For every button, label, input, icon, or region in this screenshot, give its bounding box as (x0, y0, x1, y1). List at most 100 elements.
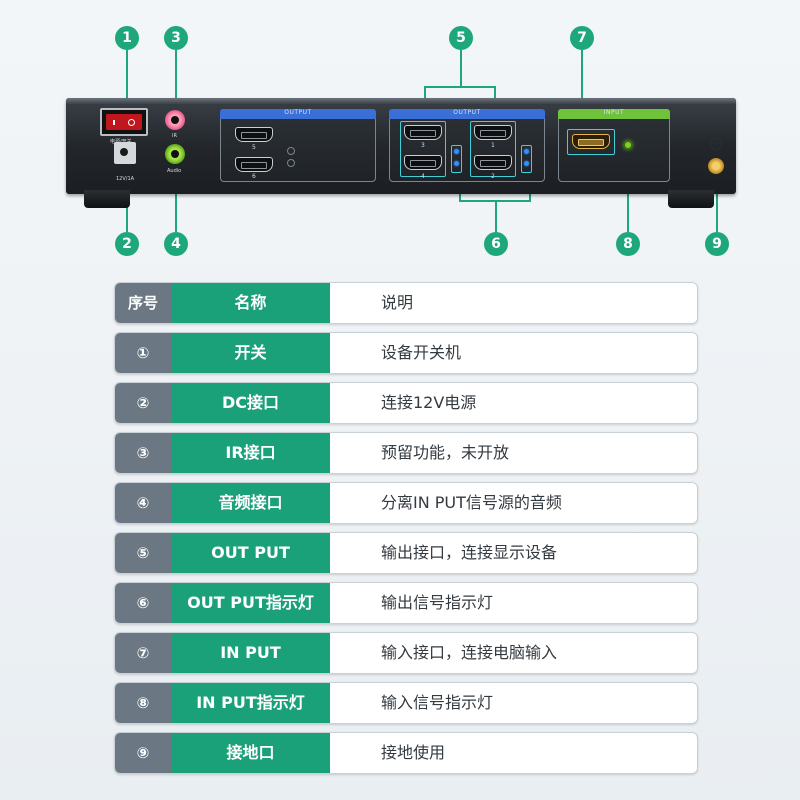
table-row: ⑥ OUT PUT指示灯 输出信号指示灯 (114, 582, 698, 624)
row-idx: ④ (115, 483, 171, 523)
led-indicator-icon (624, 141, 632, 149)
output-left-label: OUTPUT (284, 109, 312, 116)
table-row: ⑦ IN PUT 输入接口，连接电脑输入 (114, 632, 698, 674)
port-number: 2 (491, 173, 495, 180)
table-row: ③ IR接口 预留功能，未开放 (114, 432, 698, 474)
row-idx: ⑦ (115, 633, 171, 673)
header-name: 名称 (171, 283, 330, 323)
audio-label: Audio (167, 168, 182, 174)
led-indicator-icon (454, 149, 459, 154)
callout-4: 4 (164, 232, 188, 256)
row-desc: 连接12V电源 (381, 393, 477, 412)
table-row: ⑧ IN PUT指示灯 输入信号指示灯 (114, 682, 698, 724)
table-row: ② DC接口 连接12V电源 (114, 382, 698, 424)
row-desc: 输入接口，连接电脑输入 (381, 643, 558, 662)
device-foot-left (84, 190, 130, 208)
switch-device: 电源/开关 12V/1A IR Audio OUTPUT 5 6 OUTPUT … (66, 98, 736, 194)
table-row: ⑨ 接地口 接地使用 (114, 732, 698, 774)
hdmi-port-icon (404, 155, 442, 170)
port-number: 3 (421, 142, 425, 149)
highlight-box (400, 121, 446, 177)
port-number: 5 (252, 144, 256, 151)
row-idx: ⑥ (115, 583, 171, 623)
row-name: OUT PUT (171, 533, 330, 573)
device-foot-right (668, 190, 714, 208)
callout-line-7 (581, 50, 583, 132)
led-indicator-icon (454, 161, 459, 166)
highlight-box (567, 129, 615, 155)
row-idx: ⑧ (115, 683, 171, 723)
led-indicator-icon (287, 147, 295, 155)
row-desc: 输出信号指示灯 (381, 593, 494, 612)
row-desc: 预留功能，未开放 (381, 443, 510, 462)
table-row: ⑤ OUT PUT 输出接口，连接显示设备 (114, 532, 698, 574)
row-name: 开关 (171, 333, 330, 373)
callout-line-1 (126, 50, 128, 110)
ground-terminal-icon (708, 158, 724, 174)
hdmi-port-icon (474, 155, 512, 170)
led-highlight (451, 145, 462, 173)
callout-line-4 (175, 160, 177, 232)
highlight-box (470, 121, 516, 177)
port-number: 1 (491, 142, 495, 149)
led-highlight (521, 145, 532, 173)
input-panel: INPUT (558, 109, 670, 182)
row-name: IN PUT (171, 633, 330, 673)
output-panel-left: OUTPUT 5 6 (220, 109, 376, 182)
row-name: IR接口 (171, 433, 330, 473)
callout-3: 3 (164, 26, 188, 50)
row-idx: ③ (115, 433, 171, 473)
input-label: INPUT (603, 109, 625, 116)
port-number: 4 (421, 173, 425, 180)
ground-symbol-icon: ⏚ (710, 138, 722, 150)
ir-label: IR (172, 133, 177, 139)
row-name: 接地口 (171, 733, 330, 773)
callout-line-5b (424, 86, 496, 88)
led-indicator-icon (524, 161, 529, 166)
callout-line-9 (716, 175, 718, 232)
device-top-rim (66, 98, 736, 104)
row-idx: ⑤ (115, 533, 171, 573)
callout-5: 5 (449, 26, 473, 50)
row-idx: ① (115, 333, 171, 373)
hdmi-port-icon (474, 125, 512, 140)
callout-line-6d (495, 200, 497, 232)
device-diagram: 电源/开关 12V/1A IR Audio OUTPUT 5 6 OUTPUT … (0, 0, 800, 270)
row-desc: 设备开关机 (381, 343, 462, 362)
table-header-row: 序号 名称 说明 (114, 282, 698, 324)
row-name: IN PUT指示灯 (171, 683, 330, 723)
callout-2: 2 (115, 232, 139, 256)
hdmi-port-icon (235, 127, 273, 142)
row-desc: 接地使用 (381, 743, 446, 762)
output-panel-right: OUTPUT 3 1 4 2 (389, 109, 545, 182)
hdmi-port-icon (404, 125, 442, 140)
hdmi-port-icon (235, 157, 273, 172)
row-name: DC接口 (171, 383, 330, 423)
output-right-label: OUTPUT (453, 109, 481, 116)
audio-jack-icon (165, 144, 185, 164)
table-row: ① 开关 设备开关机 (114, 332, 698, 374)
dc-jack-icon (114, 142, 136, 164)
row-desc: 分离IN PUT信号源的音频 (381, 493, 562, 512)
row-name: OUT PUT指示灯 (171, 583, 330, 623)
callout-9: 9 (705, 232, 729, 256)
row-desc: 输出接口，连接显示设备 (381, 543, 558, 562)
port-number: 6 (252, 173, 256, 180)
table-row: ④ 音频接口 分离IN PUT信号源的音频 (114, 482, 698, 524)
power-switch-icon (100, 108, 148, 136)
row-name: 音频接口 (171, 483, 330, 523)
row-desc: 输入信号指示灯 (381, 693, 494, 712)
row-idx: ⑨ (115, 733, 171, 773)
led-indicator-icon (287, 159, 295, 167)
row-idx: ② (115, 383, 171, 423)
header-idx: 序号 (115, 283, 171, 323)
callout-1: 1 (115, 26, 139, 50)
header-desc: 说明 (381, 293, 414, 312)
ir-jack-icon (165, 110, 185, 130)
callout-line-5a (460, 50, 462, 86)
led-indicator-icon (524, 149, 529, 154)
callout-7: 7 (570, 26, 594, 50)
hdmi-port-icon (572, 134, 610, 149)
callout-6: 6 (484, 232, 508, 256)
callout-8: 8 (616, 232, 640, 256)
